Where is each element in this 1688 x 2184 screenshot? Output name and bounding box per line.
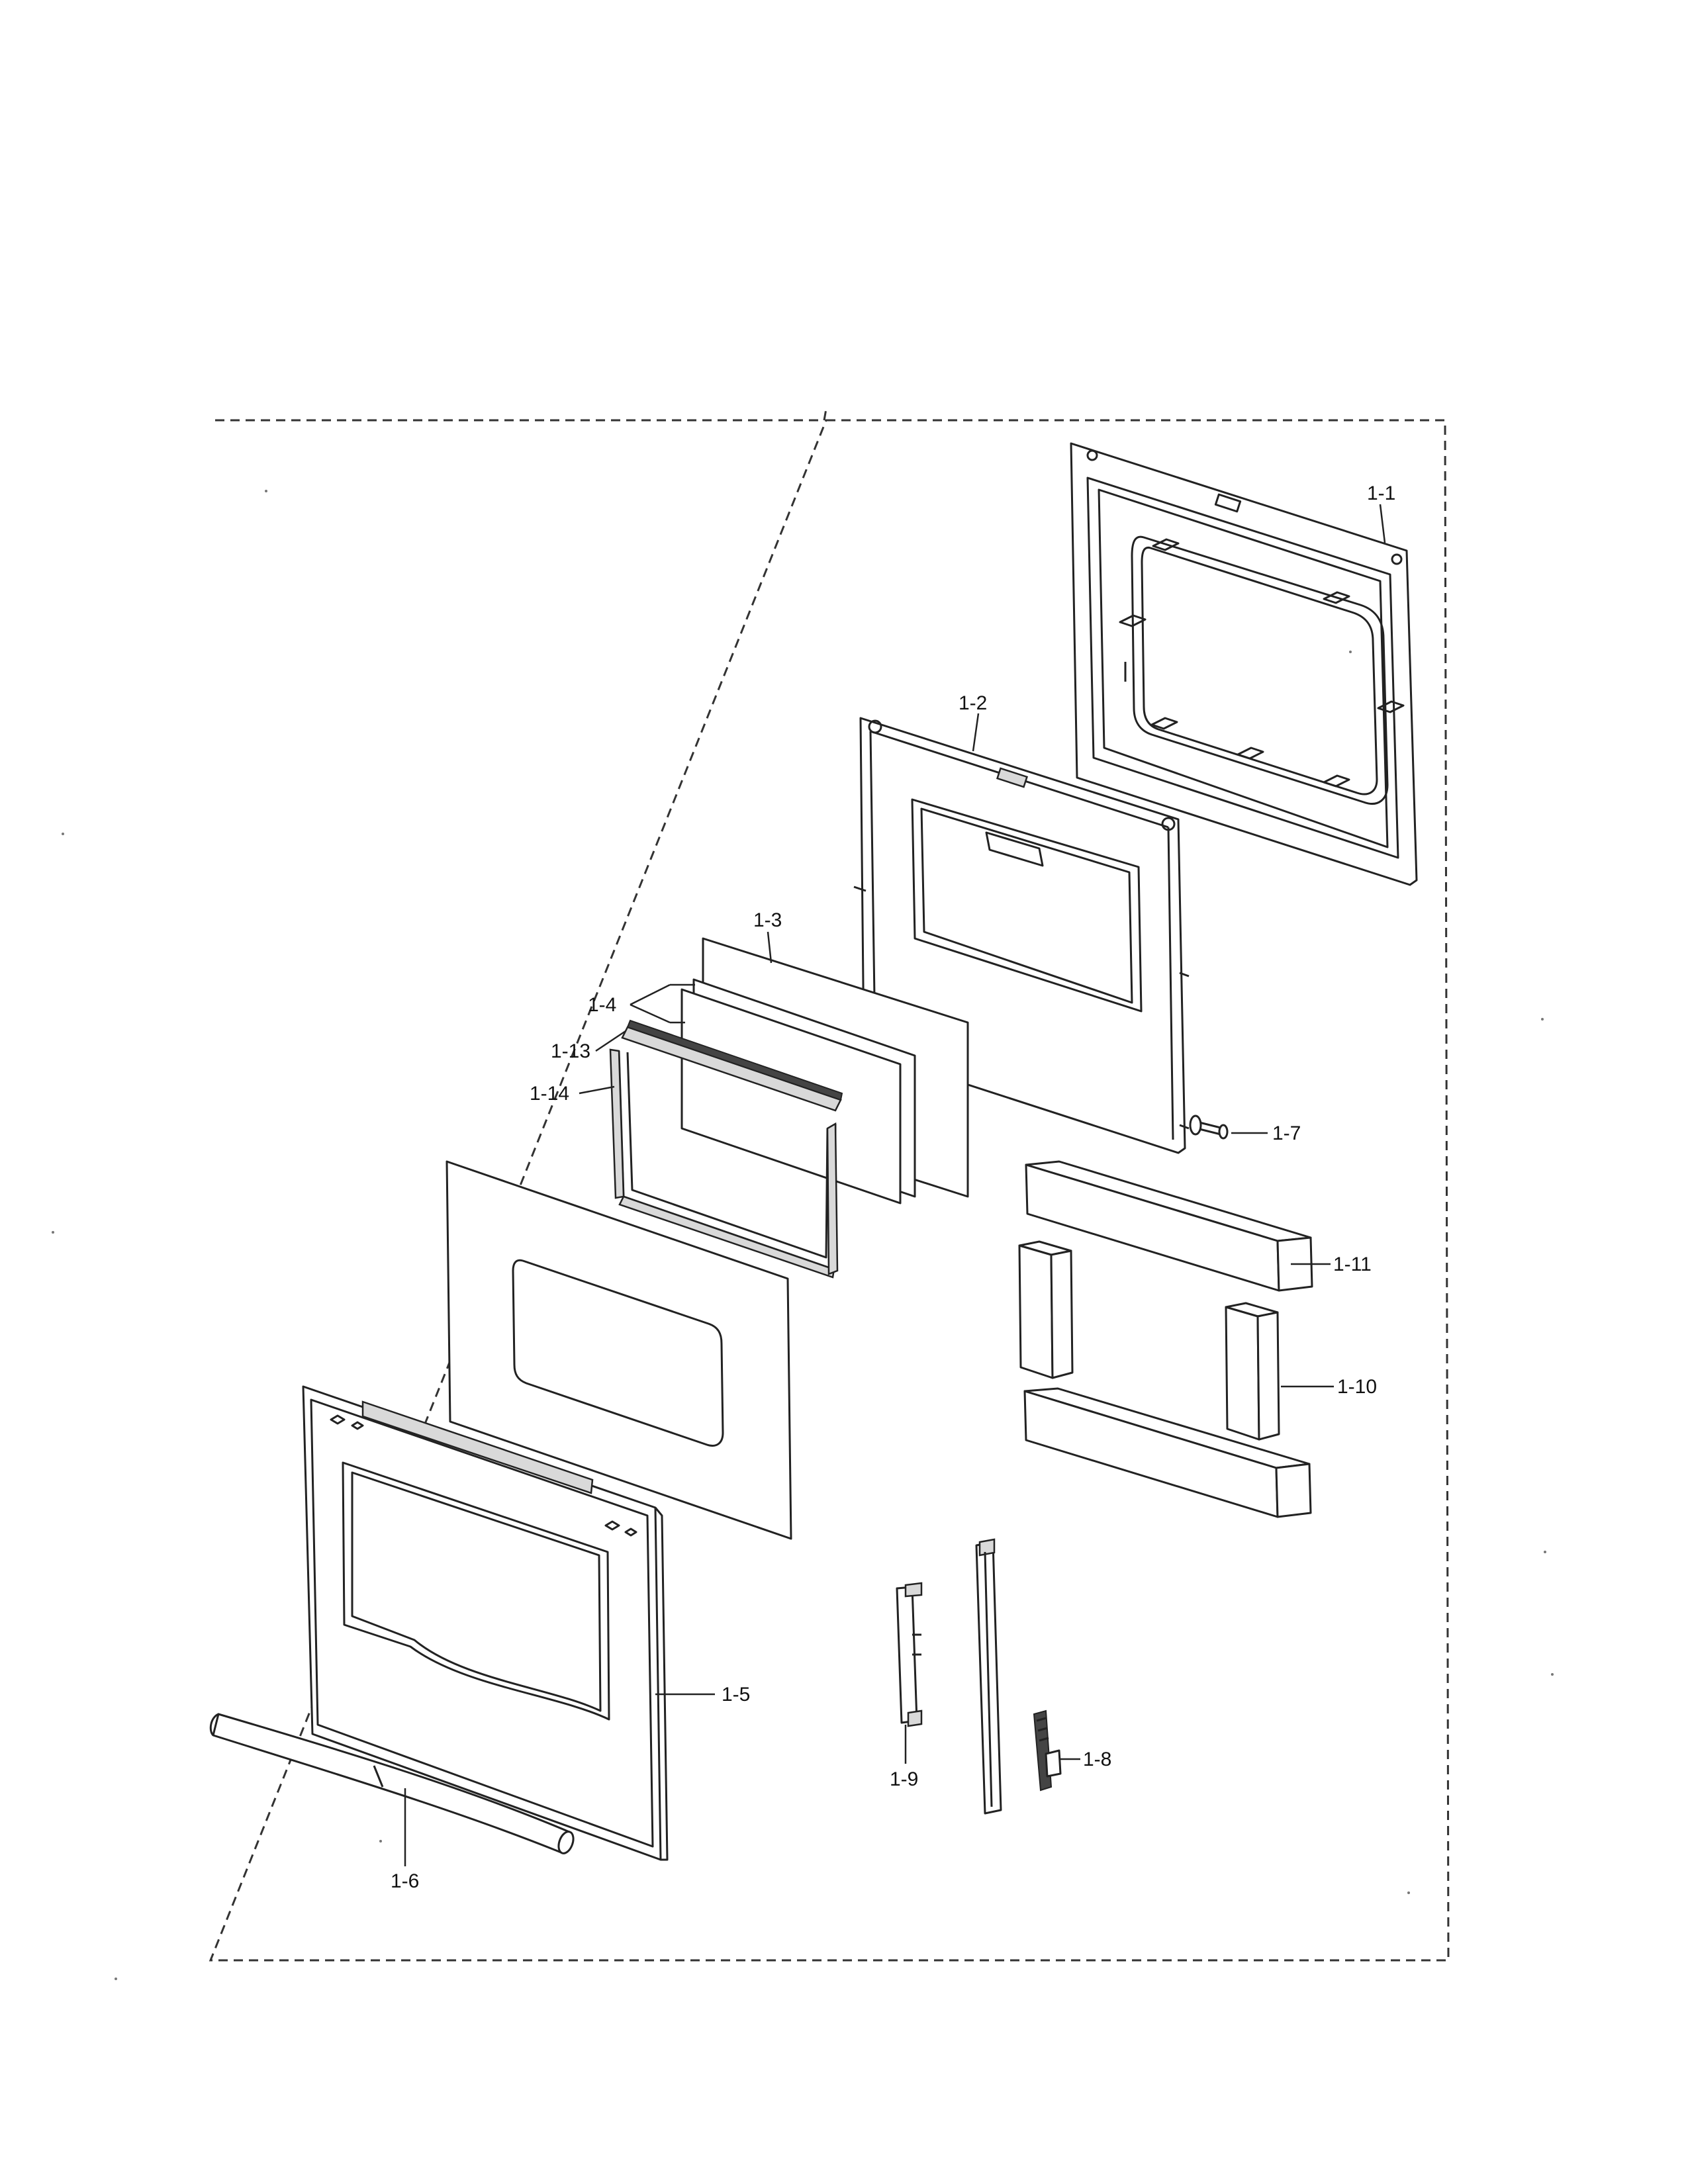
scan-specks bbox=[52, 490, 1554, 1980]
part-1-5-outer-door bbox=[302, 1385, 669, 1861]
callout-1-6: 1-6 bbox=[391, 1870, 419, 1892]
callout-1-11: 1-11 bbox=[1333, 1253, 1372, 1275]
leader-1-4 bbox=[630, 983, 695, 1024]
part-1-6-handle bbox=[209, 1713, 575, 1854]
callout-1-8: 1-8 bbox=[1083, 1749, 1111, 1770]
callout-1-13: 1-13 bbox=[551, 1040, 590, 1062]
callout-1-14: 1-14 bbox=[530, 1083, 569, 1105]
leader-1-13 bbox=[595, 1030, 626, 1052]
part-1-9-hinge-bracket bbox=[896, 1582, 923, 1727]
callout-1-3: 1-3 bbox=[753, 909, 782, 931]
leader-1-3 bbox=[767, 931, 773, 964]
leader-1-14 bbox=[579, 1085, 615, 1095]
leader-1-1 bbox=[1379, 504, 1386, 543]
part-hinge-rail bbox=[975, 1538, 1002, 1815]
part-1-10-insulation-short bbox=[1018, 1240, 1280, 1441]
part-1-14-glass-frame bbox=[609, 1048, 839, 1279]
part-1-1-inner-frame bbox=[1070, 442, 1418, 886]
callout-1-1: 1-1 bbox=[1367, 482, 1395, 504]
part-middle-glass bbox=[445, 1160, 792, 1540]
part-1-13-glass-bracket bbox=[621, 1019, 843, 1112]
part-1-7-screw bbox=[1189, 1115, 1229, 1140]
callout-1-7: 1-7 bbox=[1272, 1122, 1301, 1144]
part-1-11-insulation-long bbox=[1023, 1160, 1313, 1518]
callout-1-10: 1-10 bbox=[1337, 1376, 1377, 1398]
leader-1-2 bbox=[972, 713, 980, 752]
callout-1-2: 1-2 bbox=[959, 692, 987, 714]
callout-1-5: 1-5 bbox=[722, 1684, 750, 1706]
callout-1-9: 1-9 bbox=[890, 1768, 918, 1790]
part-1-8-hinge bbox=[1033, 1709, 1062, 1792]
callout-1-4: 1-4 bbox=[588, 994, 616, 1016]
